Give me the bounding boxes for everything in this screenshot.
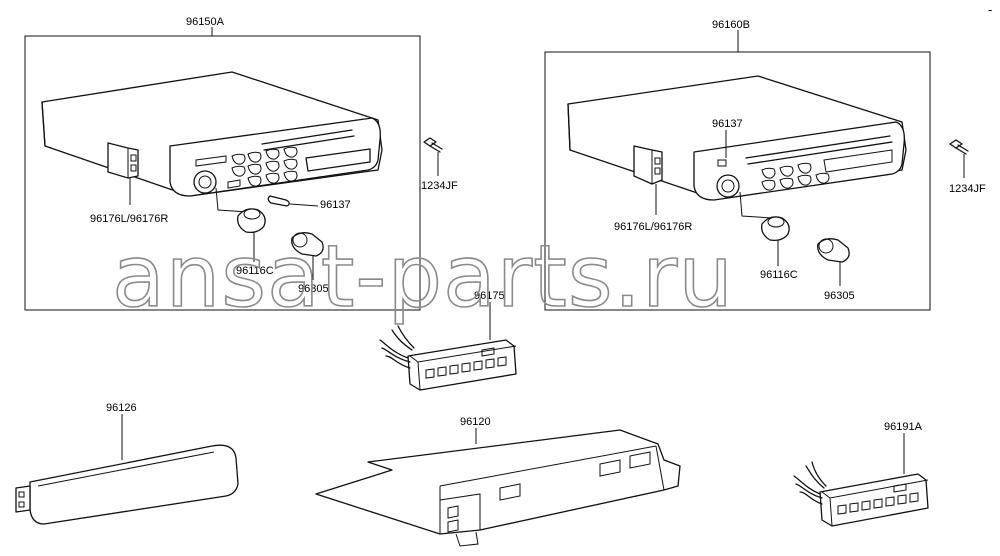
right-radio-unit [567,75,907,201]
label-96137-right: 96137 [712,118,743,130]
left-button-part: 96137 [267,195,351,211]
right-screw-part: 1234JF [949,139,986,195]
label-96150A: 96150A [186,16,225,28]
label-96137-left: 96137 [320,199,351,211]
right-button-part: 96137 [712,118,743,158]
connector-96175-part: 96175 [379,290,517,391]
label-96176-right: 96176L/96176R [614,221,692,233]
connector-96191A-part: 96191A [793,421,929,527]
label-96175: 96175 [474,290,505,302]
label-1234JF-left: 1234JF [421,180,458,192]
label-1234JF-right: 1234JF [949,183,986,195]
left-cap-part: 96305 [291,232,329,295]
label-96305-right: 96305 [824,290,855,302]
label-96120: 96120 [460,416,491,428]
left-screw-part: 1234JF [421,137,458,192]
label-96305-left: 96305 [298,283,329,295]
panel-96126-part: 96126 [15,402,239,525]
mount-bracket-96120-part: 96120 [315,416,681,547]
left-knob-part: 96116C [215,187,274,277]
right-cap-part: 96305 [817,238,855,302]
label-96191A: 96191A [884,421,923,433]
corner-mark: - [988,3,992,17]
right-knob-part: 96116C [739,191,798,281]
right-side-bracket: 96176L/96176R [614,145,692,233]
watermark-text: ansat-parts.ru [112,227,734,327]
left-assembly-group: 96150A [24,16,421,311]
label-96126: 96126 [106,402,137,414]
label-96176-left: 96176L/96176R [90,213,168,225]
left-side-bracket: 96176L/96176R [90,142,168,225]
label-96116C-right: 96116C [760,269,798,281]
label-96116C-left: 96116C [236,265,274,277]
left-radio-unit [41,71,383,197]
left-assembly-frame [24,35,421,311]
label-96160B: 96160B [712,19,750,31]
right-assembly-group: 96160B 96176L/96176R [544,19,931,311]
